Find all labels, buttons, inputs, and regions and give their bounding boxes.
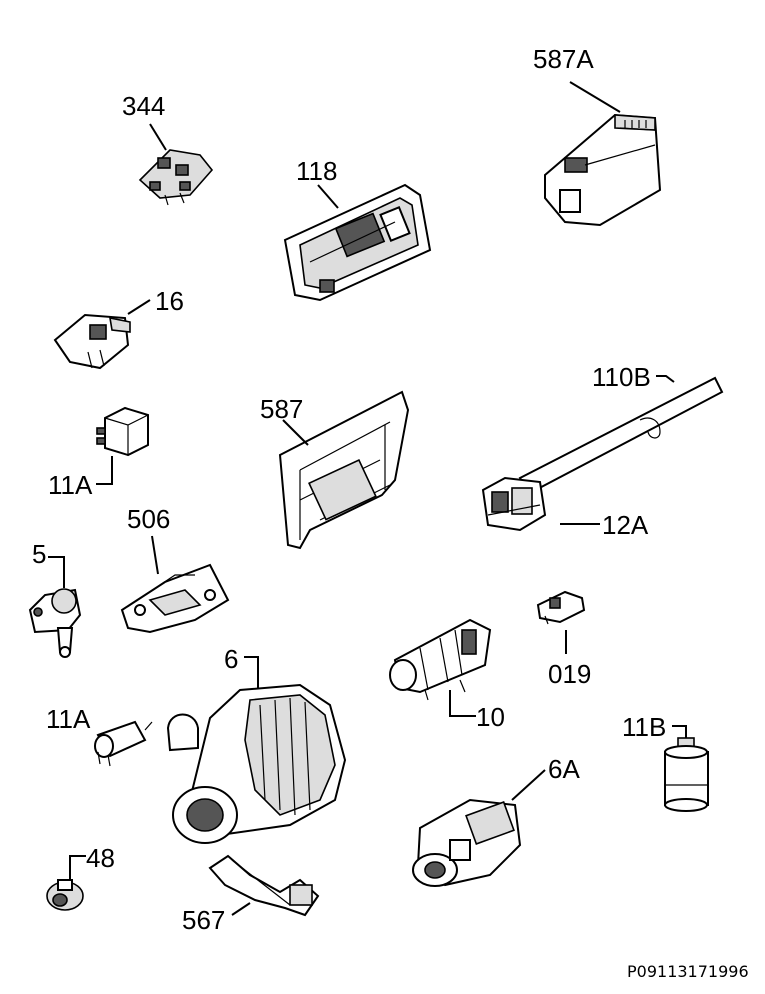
label-587: 587 [260, 394, 303, 424]
leader-5 [48, 556, 65, 588]
label-11b: 11B [622, 712, 666, 742]
leader-118 [317, 184, 339, 209]
part-48[interactable] [46, 879, 84, 911]
part-567[interactable] [208, 854, 320, 917]
part-6[interactable] [166, 683, 347, 844]
part-10[interactable] [389, 618, 492, 701]
label-587a: 587A [533, 44, 594, 74]
leader-6a [511, 769, 546, 801]
part-587a[interactable] [544, 113, 662, 227]
reference-code: P09113171996 [627, 962, 749, 981]
label-506: 506 [127, 504, 170, 534]
label-110b: 110B [592, 362, 651, 392]
label-118: 118 [296, 156, 337, 186]
label-11a-bottom: 11A [46, 704, 91, 734]
label-567: 567 [182, 905, 225, 935]
part-019[interactable] [536, 590, 586, 625]
leader-506 [151, 535, 159, 575]
leader-10 [449, 690, 476, 717]
part-11b[interactable] [664, 737, 709, 812]
label-6a: 6A [548, 754, 580, 784]
label-6: 6 [224, 644, 238, 674]
leader-567 [231, 902, 251, 916]
part-12a-sensor[interactable] [481, 476, 547, 532]
part-16[interactable] [53, 313, 131, 370]
part-11a-bottom[interactable] [94, 720, 153, 767]
leader-344 [149, 123, 167, 151]
label-5: 5 [32, 539, 46, 569]
label-019: 019 [548, 659, 591, 689]
leader-16 [127, 299, 151, 315]
leader-11b [672, 725, 687, 738]
label-12a: 12A [602, 510, 649, 540]
leader-110b [656, 375, 675, 383]
part-6a[interactable] [412, 798, 522, 887]
part-11a-top[interactable] [96, 406, 149, 457]
label-10: 10 [476, 702, 505, 732]
label-48: 48 [86, 843, 115, 873]
leader-11a-top [96, 456, 113, 485]
label-16: 16 [155, 286, 184, 316]
part-506[interactable] [120, 563, 230, 634]
part-118[interactable] [283, 183, 432, 302]
part-587[interactable] [278, 390, 410, 550]
part-110b-hose[interactable] [518, 376, 724, 496]
part-344[interactable] [138, 149, 214, 206]
label-11a-top: 11A [48, 470, 93, 500]
label-344: 344 [122, 91, 165, 121]
part-5[interactable] [28, 588, 82, 658]
leader-587a [569, 81, 621, 113]
leader-48 [69, 855, 86, 880]
leader-6 [244, 656, 259, 688]
leader-587 [282, 419, 309, 446]
